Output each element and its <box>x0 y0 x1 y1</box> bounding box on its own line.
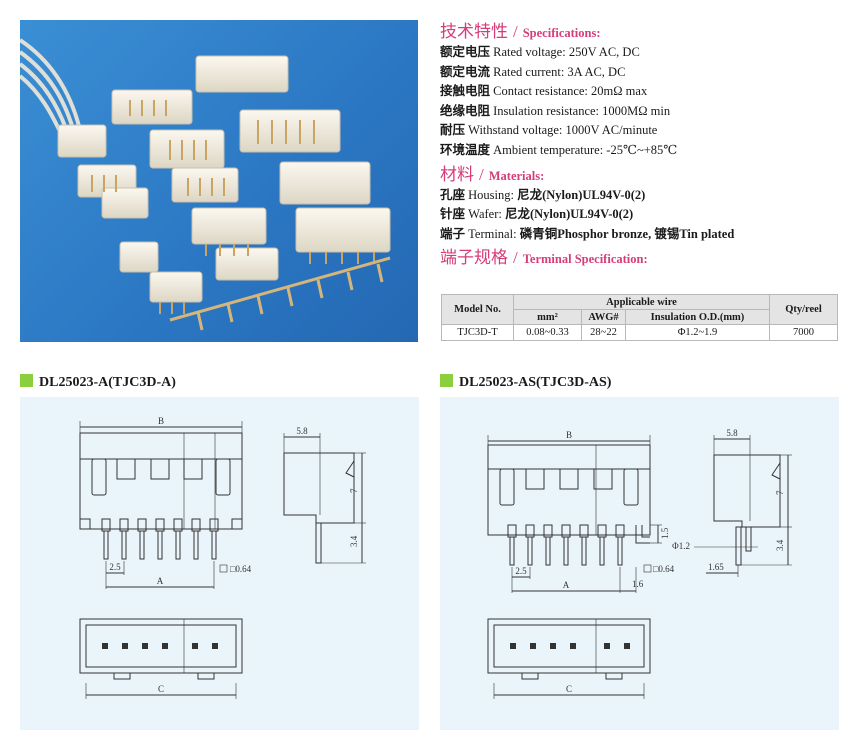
dim-hole-dia-label: Φ1.2 <box>672 541 690 551</box>
materials-title: 材料/Materials: <box>440 164 545 184</box>
dim-c-label: C <box>158 684 164 694</box>
dim-a-label: A <box>157 576 164 586</box>
dim-pitch-label: 2.5 <box>515 566 527 576</box>
table-row: TJC3D-T 0.08~0.33 28~22 Φ1.2~1.9 7000 <box>441 324 838 341</box>
dim-height-label: 7 <box>775 490 785 495</box>
dim-pin-len-label: 3.4 <box>349 535 359 547</box>
spec-row: 额定电压 Rated voltage: 250V AC, DC <box>440 45 640 59</box>
drawing-panel-left: B 2.5 A □0.64 <box>20 397 419 730</box>
dim-b-label: B <box>158 416 164 426</box>
drawing-title-left: DL25023-A(TJC3D-A) <box>20 374 176 391</box>
spec-row: 耐压 Withstand voltage: 1000V AC/minute <box>440 123 658 138</box>
dim-pin-size-label: □0.64 <box>653 564 675 574</box>
spec-row: 接触电阻 Contact resistance: 20mΩ max <box>440 84 648 99</box>
table-cell: 7000 <box>769 324 838 341</box>
spec-row: 额定电流 Rated current: 3A AC, DC <box>440 64 626 79</box>
specifications-title: 技术特性/Specifications: <box>440 22 601 41</box>
drawing-title-right: DL25023-AS(TJC3D-AS) <box>440 374 611 391</box>
terminal-spec-title: 端子规格/Terminal Specification: <box>440 248 648 268</box>
od-header: Insulation O.D.(mm) <box>625 309 770 325</box>
material-row: 孔座 Housing: 尼龙(Nylon)UL94V-0(2) <box>440 187 646 202</box>
model-header: Model No. <box>441 294 514 325</box>
bullet-square-icon <box>20 374 33 387</box>
table-cell: Φ1.2~1.9 <box>625 324 770 341</box>
qty-header: Qty/reel <box>769 294 838 325</box>
table-cell: 28~22 <box>581 324 626 341</box>
drawing-panel-right: B 1.5 2.5 A 1.6 <box>440 397 839 730</box>
dim-pin-len-label: 3.4 <box>775 539 785 551</box>
table-cell: TJC3D-T <box>441 324 514 341</box>
bullet-square-icon <box>440 374 453 387</box>
dim-hole-pos-label: 1.65 <box>708 562 724 572</box>
dim-spacing-label: 1.6 <box>632 579 644 589</box>
dim-height-label: 7 <box>349 488 359 493</box>
dim-b-label: B <box>566 430 572 440</box>
mm-header: mm² <box>513 309 582 325</box>
dim-c-label: C <box>566 684 572 694</box>
table-cell: 0.08~0.33 <box>513 324 582 341</box>
dim-offset-label: 1.5 <box>660 527 670 539</box>
material-row: 针座 Wafer: 尼龙(Nylon)UL94V-0(2) <box>440 207 634 222</box>
dim-pin-size-label: □0.64 <box>230 564 252 574</box>
dim-a-label: A <box>563 580 570 590</box>
awg-header: AWG# <box>581 309 626 325</box>
dim-width-label: 5.8 <box>726 428 738 438</box>
specifications-block: 技术特性/Specifications: 额定电压 Rated voltage:… <box>440 22 850 269</box>
terminal-spec-table: Model No. Applicable wire Qty/reel mm² A… <box>441 294 838 341</box>
material-row: 端子 Terminal: 磷青铜Phosphor bronze, 镀锡Tin p… <box>440 226 735 241</box>
spec-row: 绝缘电阻 Insulation resistance: 1000MΩ min <box>440 103 671 118</box>
dim-pitch-label: 2.5 <box>109 562 121 572</box>
spec-row: 环境温度 Ambient temperature: -25℃~+85℃ <box>440 142 678 157</box>
dim-width-label: 5.8 <box>296 426 308 436</box>
applicable-wire-header: Applicable wire <box>513 294 770 310</box>
product-photo <box>20 20 418 342</box>
